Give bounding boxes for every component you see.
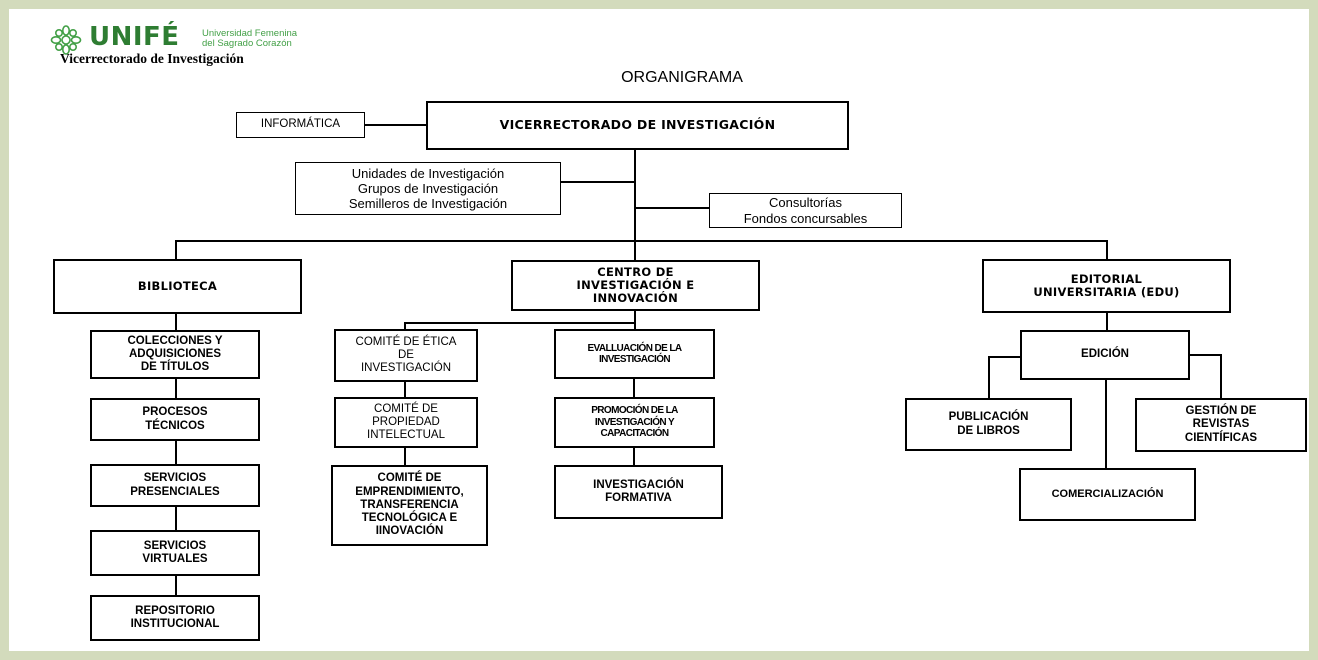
chart-title: ORGANIGRAMA	[621, 69, 743, 86]
flower-logo-icon	[50, 25, 82, 55]
vicerrectorado-box: VICERRECTORADO DE INVESTIGACIÓN	[426, 101, 849, 150]
header-subtitle: Vicerrectorado de Investigación	[60, 51, 244, 66]
informatica-box: INFORMÁTICA	[236, 112, 365, 138]
consultorias-box: Consultorías Fondos concursables	[709, 193, 902, 228]
university-name-line2: del Sagrado Corazón	[202, 38, 292, 49]
unidades-box: Unidades de Investigación Grupos de Inve…	[295, 162, 561, 215]
biblioteca-box: BIBLIOTECA	[53, 259, 302, 314]
logo-wordmark: UNIFÉ	[89, 22, 180, 52]
page-frame: UNIFÉ Universidad Femenina del Sagrado C…	[9, 9, 1309, 651]
edicion-box: EDICIÓN	[1020, 330, 1190, 380]
university-name-line1: Universidad Femenina	[202, 28, 298, 39]
comercializacion-box: COMERCIALIZACIÓN	[1019, 468, 1196, 521]
